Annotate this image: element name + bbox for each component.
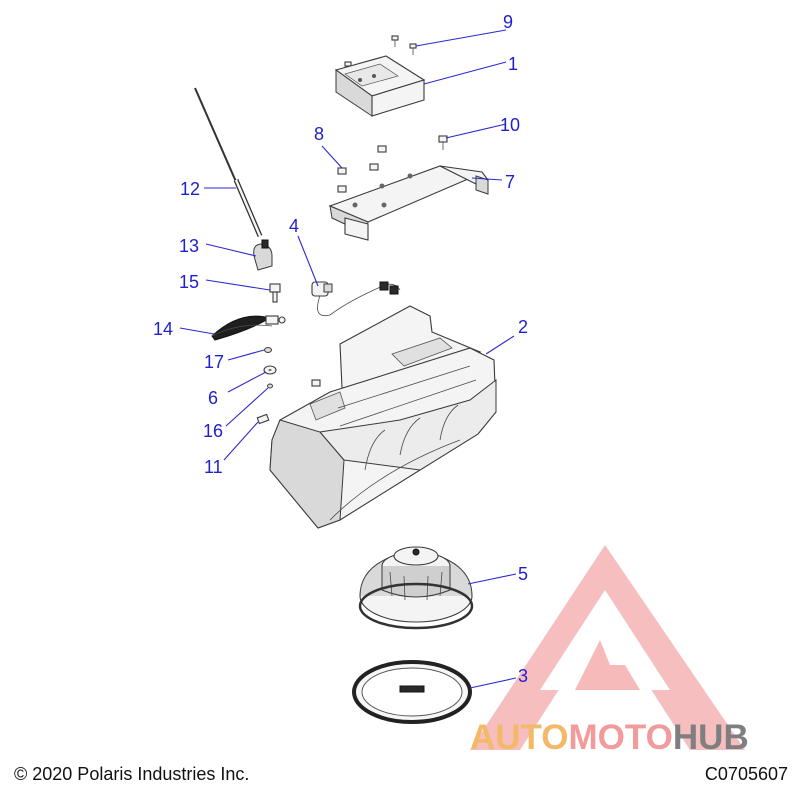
callout-9: 9 bbox=[503, 12, 513, 32]
grille-ring-3 bbox=[352, 660, 472, 724]
watermark-text-moto: MOTO bbox=[568, 718, 673, 757]
callouts: 9 1 10 8 7 12 13 4 15 14 2 17 6 16 11 5 … bbox=[153, 12, 528, 686]
ground-strap-14 bbox=[211, 315, 286, 341]
watermark-logo-icon bbox=[470, 545, 745, 750]
callout-3: 3 bbox=[518, 666, 528, 686]
callout-8: 8 bbox=[314, 124, 324, 144]
nut-17 bbox=[264, 347, 272, 353]
callout-10: 10 bbox=[500, 115, 520, 135]
copyright-text: © 2020 Polaris Industries Inc. bbox=[14, 764, 250, 784]
amplifier-module-1 bbox=[334, 55, 426, 117]
watermark-text-hub: HUB bbox=[672, 718, 749, 757]
callout-1: 1 bbox=[508, 54, 518, 74]
speaker-enclosure-2 bbox=[269, 305, 497, 529]
callout-16: 16 bbox=[203, 421, 223, 441]
bolt-11 bbox=[256, 379, 321, 425]
leader-lines bbox=[179, 29, 517, 689]
nut-16 bbox=[267, 383, 273, 389]
callout-4: 4 bbox=[289, 216, 299, 236]
callout-7: 7 bbox=[505, 172, 515, 192]
callout-5: 5 bbox=[518, 564, 528, 584]
callout-17: 17 bbox=[204, 352, 224, 372]
screw-8 bbox=[337, 145, 387, 193]
callout-6: 6 bbox=[208, 388, 218, 408]
figure-id: C0705607 bbox=[704, 764, 788, 784]
antenna-mount-13 bbox=[253, 239, 273, 271]
harness-4 bbox=[311, 281, 401, 317]
washer-6 bbox=[263, 365, 277, 375]
speaker-5 bbox=[358, 546, 474, 630]
callout-11: 11 bbox=[204, 457, 223, 477]
mounting-bracket-7 bbox=[328, 165, 489, 241]
callout-2: 2 bbox=[518, 317, 528, 337]
bolt-15 bbox=[269, 283, 281, 303]
watermark-text: AUTOMOTOHUB bbox=[470, 718, 749, 758]
antenna-12 bbox=[194, 87, 263, 237]
callout-12: 12 bbox=[180, 179, 200, 199]
callout-14: 14 bbox=[153, 319, 173, 339]
callout-13: 13 bbox=[179, 236, 199, 256]
callout-15: 15 bbox=[179, 272, 199, 292]
screw-10 bbox=[438, 135, 448, 150]
watermark-text-auto: AUTO bbox=[470, 718, 569, 757]
